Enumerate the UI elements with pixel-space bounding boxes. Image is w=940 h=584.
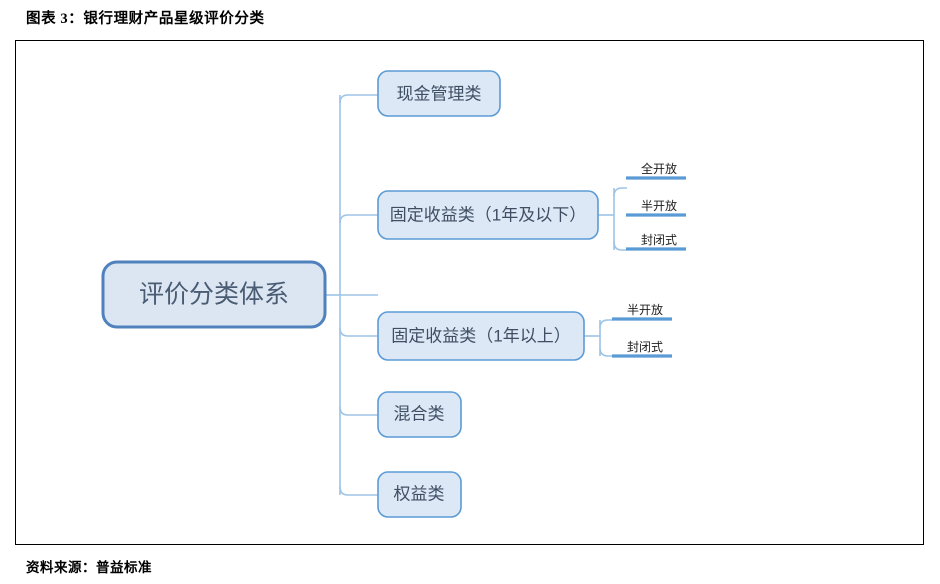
connector-branch-3: [339, 406, 378, 416]
leaf-label-b1-2[interactable]: 封闭式: [641, 233, 677, 247]
node-mixed-box[interactable]: [377, 391, 462, 438]
connector-sub1-leaf-2: [613, 241, 627, 251]
mindmap-diagram: 评价分类体系 现金管理类 固定收益类（1年及以下） 固定收益类（1年以上） 混合…: [101, 70, 686, 518]
leaf-label-b1-0[interactable]: 全开放: [641, 161, 677, 176]
figure-title: 图表 3：银行理财产品星级评价分类: [26, 11, 265, 27]
node-equity[interactable]: 权益类: [377, 471, 462, 518]
node-fixed-income-long-label: 固定收益类（1年以上）: [391, 326, 570, 345]
node-mixed[interactable]: 混合类: [377, 391, 462, 438]
leaf-label-b2-0[interactable]: 半开放: [627, 302, 663, 317]
figure-source: 资料来源：普益标准: [26, 560, 152, 575]
node-equity-label: 权益类: [394, 484, 445, 503]
connector-sub2-leaf-1: [599, 347, 613, 357]
connector-branch-1: [339, 214, 378, 224]
connector-branch-0: [339, 94, 378, 104]
connector-sub2-leaf-0: [599, 319, 613, 329]
node-fixed-income-long-box[interactable]: [377, 311, 585, 361]
node-cash-management-box[interactable]: [377, 70, 501, 117]
leaf-label-b1-1[interactable]: 半开放: [641, 198, 677, 213]
connector-sub1-leaf-0: [613, 187, 627, 197]
node-cash-management-label: 现金管理类: [397, 84, 482, 103]
node-cash-management[interactable]: 现金管理类: [377, 70, 501, 117]
node-fixed-income-short-box[interactable]: [377, 190, 599, 240]
node-fixed-income-long[interactable]: 固定收益类（1年以上）: [377, 311, 585, 361]
connector-branch-2: [339, 327, 378, 337]
node-root[interactable]: 评价分类体系: [101, 260, 327, 329]
connector-branch-4: [339, 486, 378, 496]
node-root-label: 评价分类体系: [139, 281, 289, 309]
node-fixed-income-short-label: 固定收益类（1年及以下）: [390, 205, 586, 224]
node-fixed-income-short[interactable]: 固定收益类（1年及以下）: [377, 190, 599, 240]
node-root-box[interactable]: [101, 260, 327, 329]
node-mixed-label: 混合类: [394, 404, 445, 423]
node-equity-box[interactable]: [377, 471, 462, 518]
leaf-label-b2-1[interactable]: 封闭式: [627, 340, 663, 354]
